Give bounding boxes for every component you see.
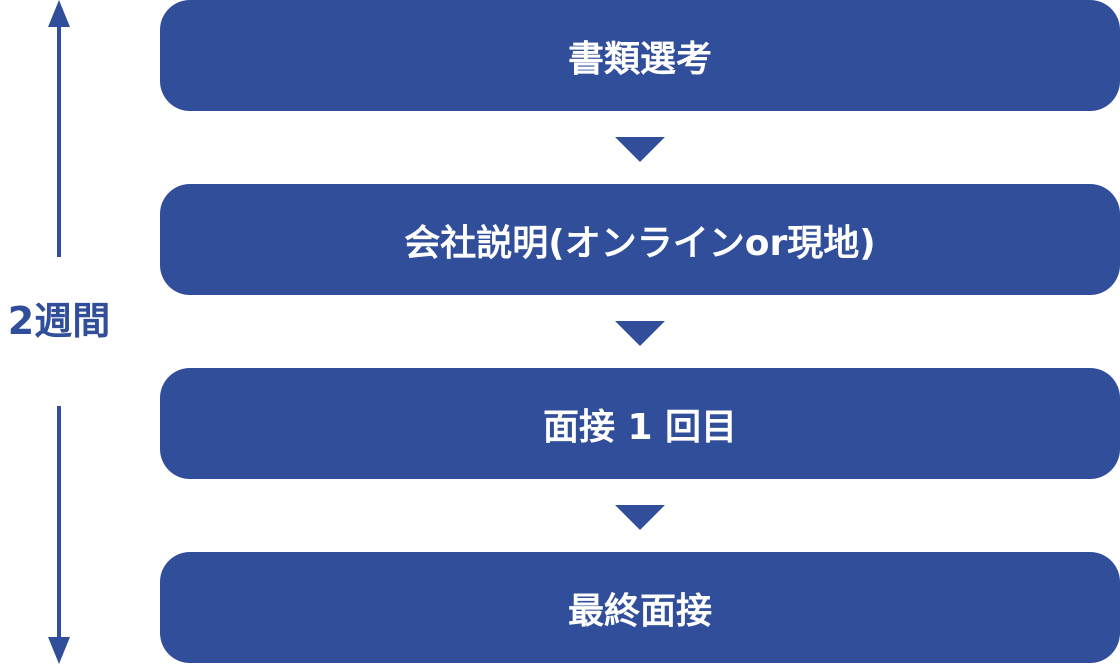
duration-arrow	[48, 0, 70, 664]
arrow-up-head	[48, 0, 70, 27]
step-final-interview: 最終面接	[160, 552, 1120, 663]
arrow-up-line	[57, 26, 61, 257]
duration-label: 2週間	[7, 299, 111, 343]
step-first-interview: 面接 1 回目	[160, 368, 1120, 479]
down-triangle-icon	[615, 321, 665, 346]
arrow-down-head	[48, 637, 70, 664]
step-company-briefing: 会社説明(オンラインor現地)	[160, 184, 1120, 295]
step-document-screening: 書類選考	[160, 0, 1120, 111]
arrow-down-line	[57, 406, 61, 638]
down-triangle-icon	[615, 505, 665, 530]
down-triangle-icon	[615, 137, 665, 162]
